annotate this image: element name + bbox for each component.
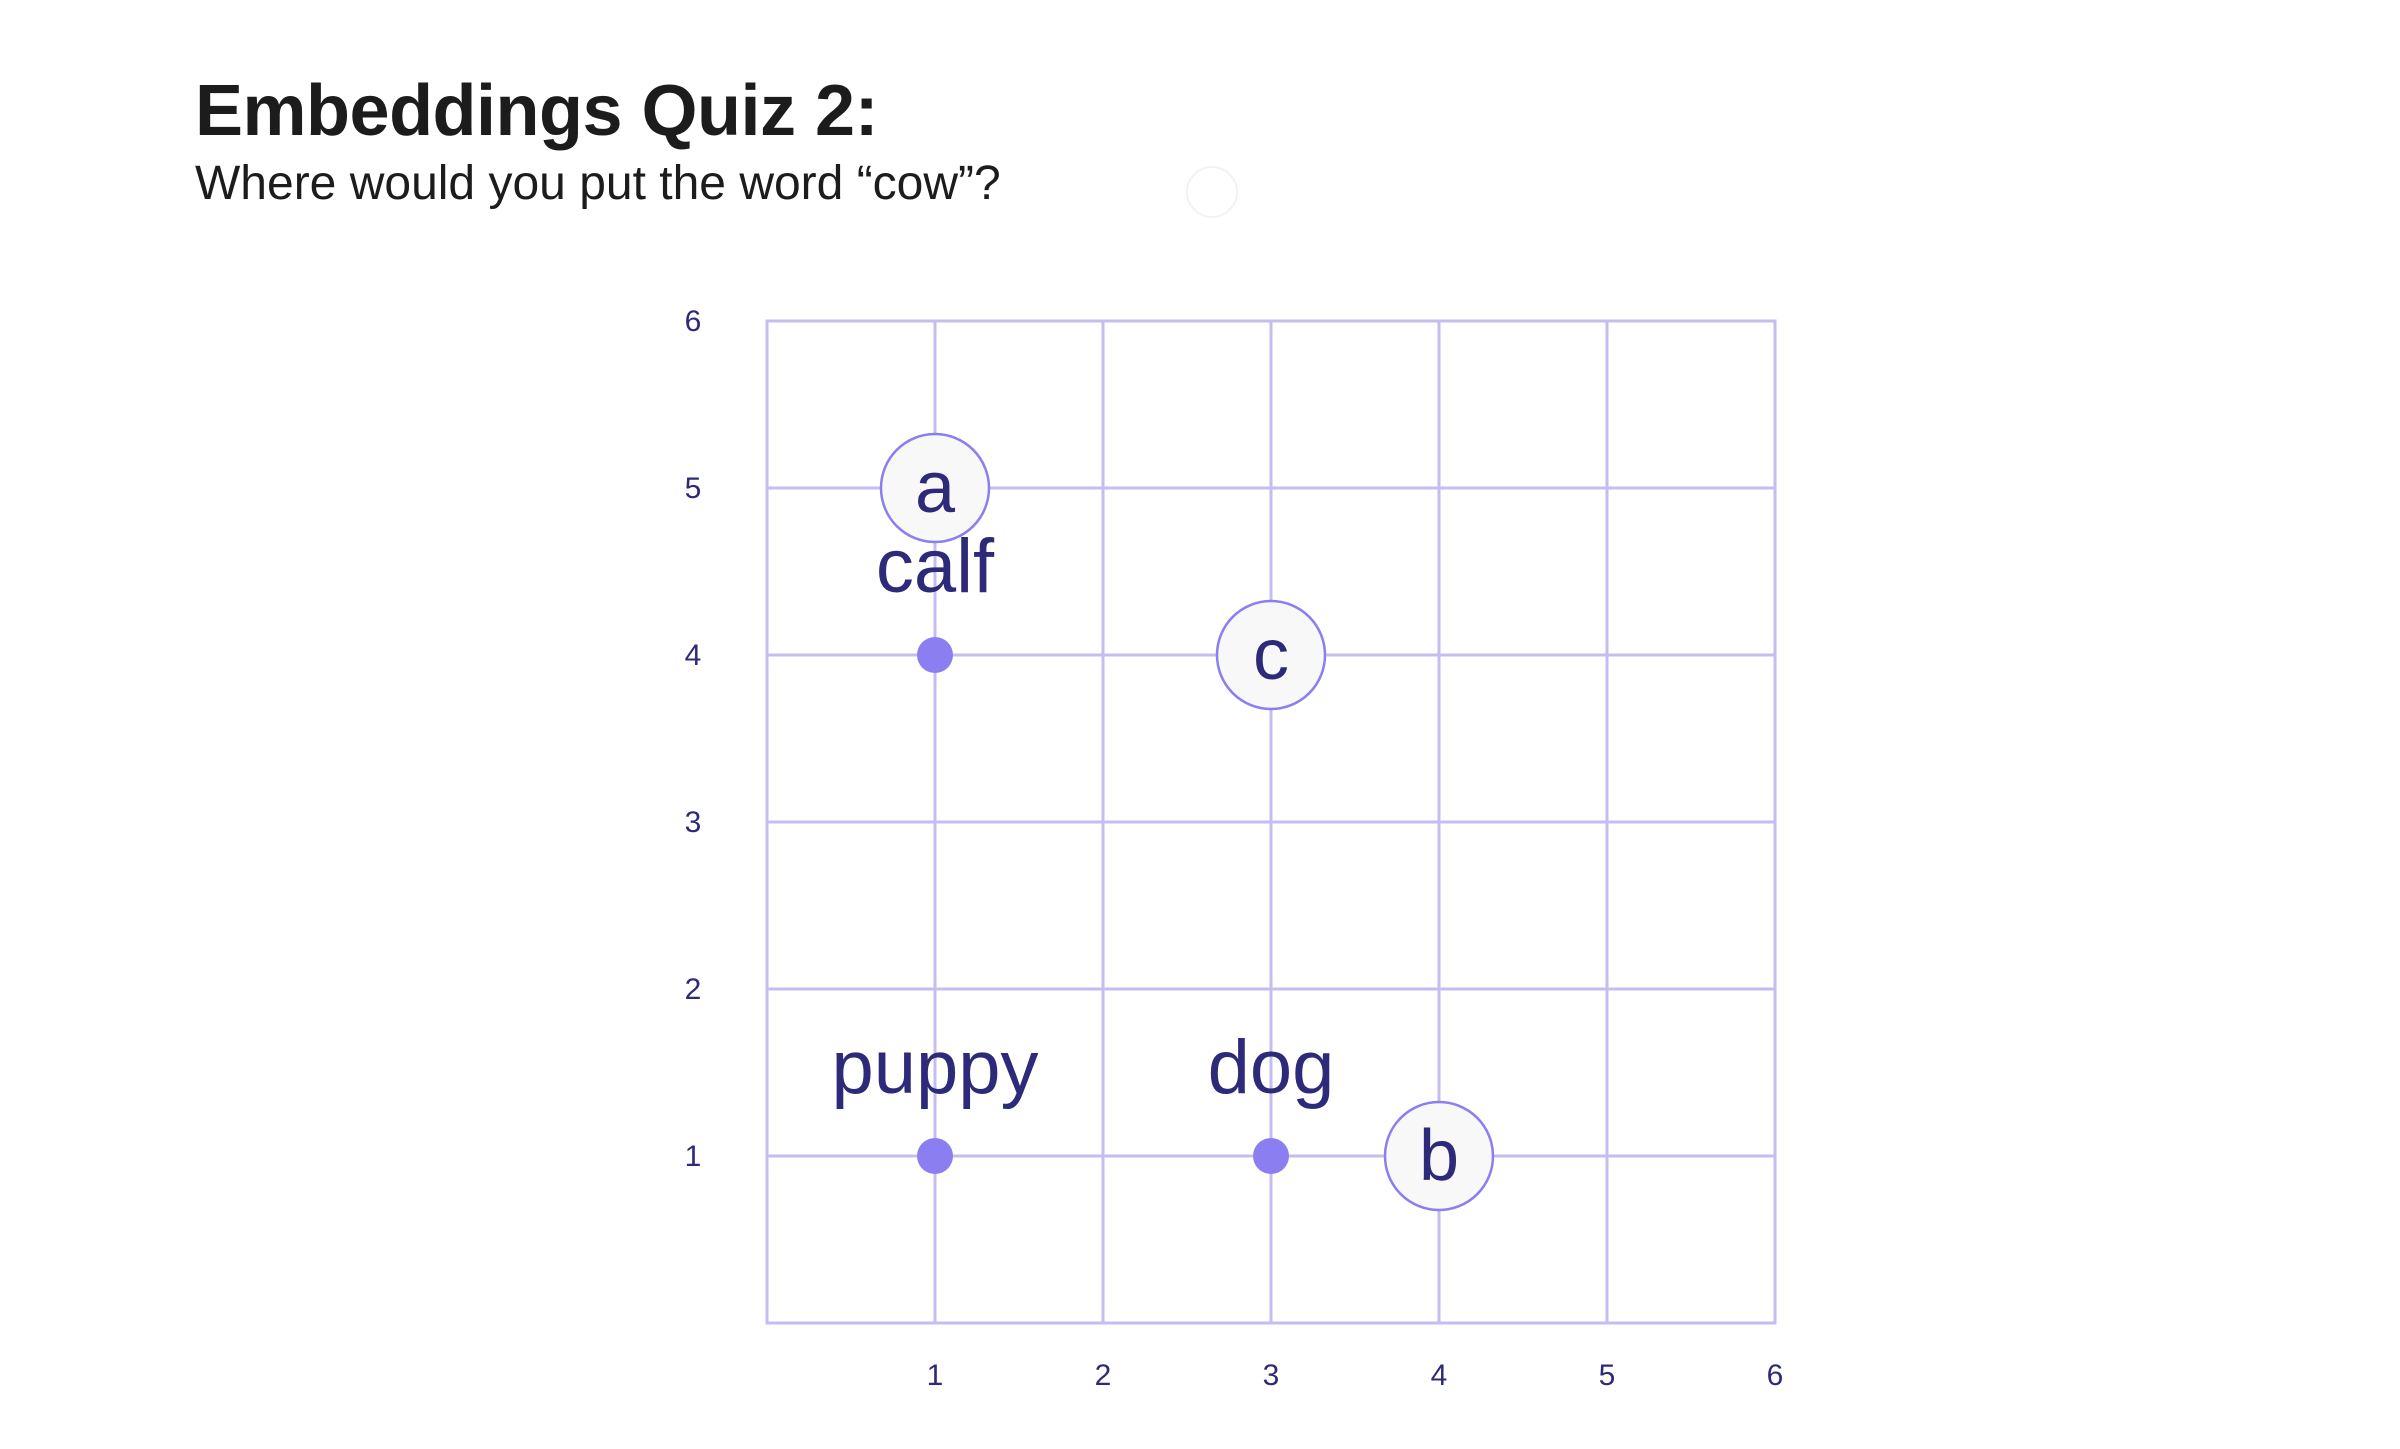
- option-bubble[interactable]: [1383, 1100, 1495, 1212]
- y-tick-label: 5: [685, 472, 702, 505]
- page-title: Embeddings Quiz 2:: [195, 71, 879, 151]
- y-tick-label: 2: [685, 973, 702, 1006]
- page-subtitle: Where would you put the word “cow”?: [195, 157, 1001, 210]
- y-tick-label: 4: [685, 639, 702, 672]
- y-tick-label: 1: [685, 1140, 702, 1173]
- answer-options: a b c: [879, 432, 1495, 1212]
- point-label: dog: [1208, 1025, 1335, 1110]
- option-letter: c: [1253, 615, 1289, 695]
- x-tick-label: 5: [1599, 1359, 1616, 1392]
- answer-option-b[interactable]: b: [1383, 1100, 1495, 1212]
- word-point-calf: calf: [876, 524, 995, 673]
- x-tick-label: 2: [1095, 1359, 1112, 1392]
- word-point-dog: dog: [1208, 1025, 1335, 1174]
- answer-option-c[interactable]: c: [1215, 599, 1327, 711]
- x-tick-label: 6: [1767, 1359, 1784, 1392]
- y-tick-label: 6: [685, 305, 702, 338]
- x-tick-label: 4: [1431, 1359, 1448, 1392]
- faint-circle-icon: [1186, 166, 1238, 218]
- axis-ticks: 1 2 3 4 5 6 1 2 3 4 5 6: [685, 305, 1784, 1392]
- point-label: puppy: [831, 1025, 1038, 1110]
- option-bubble[interactable]: [1215, 599, 1327, 711]
- point-marker: [1253, 1138, 1289, 1174]
- point-marker: [917, 1138, 953, 1174]
- x-tick-label: 3: [1263, 1359, 1280, 1392]
- point-marker: [917, 637, 953, 673]
- option-bubble[interactable]: [879, 432, 991, 544]
- option-letter: a: [915, 448, 956, 528]
- answer-option-a[interactable]: a: [879, 432, 991, 544]
- x-tick-label: 1: [927, 1359, 944, 1392]
- option-letter: b: [1419, 1116, 1459, 1196]
- y-tick-label: 3: [685, 806, 702, 839]
- word-point-puppy: puppy: [831, 1025, 1039, 1174]
